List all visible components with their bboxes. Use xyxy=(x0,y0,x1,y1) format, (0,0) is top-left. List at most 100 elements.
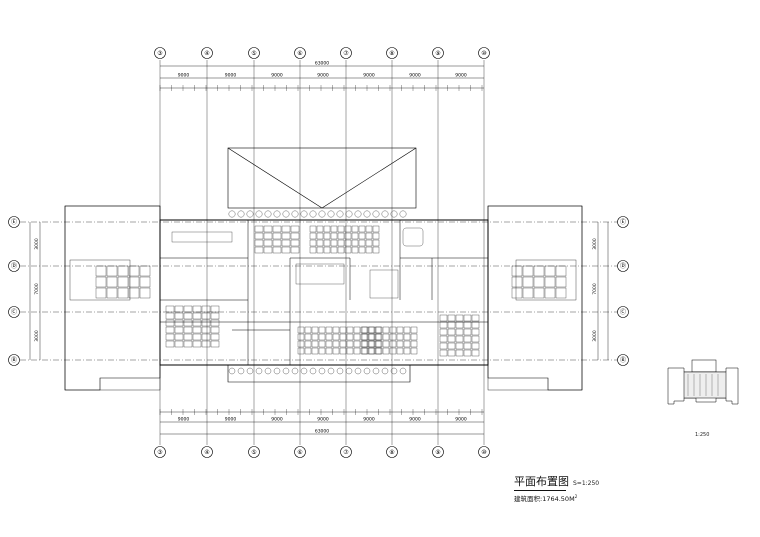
plant xyxy=(399,367,407,375)
desk xyxy=(183,319,193,327)
desk xyxy=(183,305,193,313)
desk xyxy=(410,333,418,341)
plant xyxy=(309,367,317,375)
grid-bubble xyxy=(478,47,490,59)
desk xyxy=(389,333,397,341)
plant xyxy=(318,210,326,218)
desk xyxy=(106,265,118,277)
desk xyxy=(372,239,380,247)
desk xyxy=(455,321,464,329)
desk xyxy=(372,225,380,233)
desk xyxy=(339,333,347,341)
desk xyxy=(555,287,567,299)
grid-bubble xyxy=(432,47,444,59)
grid-bubble-label: ⑧ xyxy=(389,449,394,456)
desk xyxy=(174,319,184,327)
grid-bubble xyxy=(201,47,213,59)
desk xyxy=(332,333,340,341)
grid-bubble xyxy=(154,446,166,458)
grid-bubble-label: ⑥ xyxy=(297,449,302,456)
desk xyxy=(290,239,300,247)
plant xyxy=(327,210,335,218)
desk xyxy=(471,321,480,329)
desk xyxy=(344,225,352,233)
grid-bubble-label: ⑦ xyxy=(343,449,349,456)
desk xyxy=(471,342,480,350)
desk xyxy=(544,265,556,277)
desk xyxy=(201,333,211,341)
desk xyxy=(455,349,464,357)
desk xyxy=(358,239,366,247)
desk xyxy=(165,340,175,348)
desk xyxy=(533,276,545,288)
desk xyxy=(325,333,333,341)
grid-bubble xyxy=(294,446,306,458)
desk xyxy=(337,232,345,240)
area-superscript: 2 xyxy=(574,493,578,499)
desk xyxy=(210,319,220,327)
plant xyxy=(291,210,299,218)
plant xyxy=(300,210,308,218)
row-dimension: 3000 xyxy=(34,238,40,250)
desk xyxy=(439,335,448,343)
desk xyxy=(396,326,404,334)
desk xyxy=(304,333,312,341)
plant xyxy=(345,367,353,375)
grid-bubble-label: ④ xyxy=(204,449,209,456)
desk xyxy=(201,340,211,348)
bay-dimension: 9000 xyxy=(409,417,421,423)
desk xyxy=(263,225,273,233)
grid-bubble-label: ⑧ xyxy=(389,50,394,57)
desk xyxy=(192,305,202,313)
desk xyxy=(254,246,264,254)
grid-bubble xyxy=(617,260,629,272)
grid-bubble xyxy=(617,216,629,228)
desk xyxy=(290,225,300,233)
reception-desk xyxy=(295,263,345,285)
desk xyxy=(439,342,448,350)
desk xyxy=(439,349,448,357)
grid-bubble xyxy=(340,47,352,59)
title-underline xyxy=(514,490,566,491)
desk xyxy=(403,347,411,355)
desk xyxy=(318,340,326,348)
desk xyxy=(471,335,480,343)
desk xyxy=(447,321,456,329)
desk xyxy=(533,287,545,299)
bay-dimension: 9000 xyxy=(363,73,375,79)
desk xyxy=(323,232,331,240)
desk xyxy=(353,340,361,348)
desk xyxy=(455,314,464,322)
grid-bubble-label: ⑦ xyxy=(343,50,349,57)
desk xyxy=(254,239,264,247)
desk xyxy=(128,276,140,288)
desk xyxy=(174,340,184,348)
desk xyxy=(201,312,211,320)
desk xyxy=(533,265,545,277)
desk xyxy=(389,347,397,355)
grid-bubble xyxy=(617,306,629,318)
desk xyxy=(522,287,534,299)
desk xyxy=(455,328,464,336)
desk xyxy=(382,347,390,355)
plant xyxy=(363,367,371,375)
desk xyxy=(353,347,361,355)
desk xyxy=(375,340,383,348)
plant xyxy=(381,367,389,375)
desk xyxy=(210,340,220,348)
desk xyxy=(323,246,331,254)
desk xyxy=(555,265,567,277)
desk xyxy=(511,287,523,299)
desk xyxy=(511,265,523,277)
desk xyxy=(463,335,472,343)
key-plan xyxy=(667,359,739,405)
grid-bubble-label: ④ xyxy=(204,50,209,57)
desk xyxy=(372,246,380,254)
desk xyxy=(368,340,376,348)
desk xyxy=(210,305,220,313)
desk xyxy=(95,265,107,277)
desk xyxy=(281,239,291,247)
drawing-title: 平面布置图 xyxy=(514,475,569,488)
desk xyxy=(297,326,305,334)
